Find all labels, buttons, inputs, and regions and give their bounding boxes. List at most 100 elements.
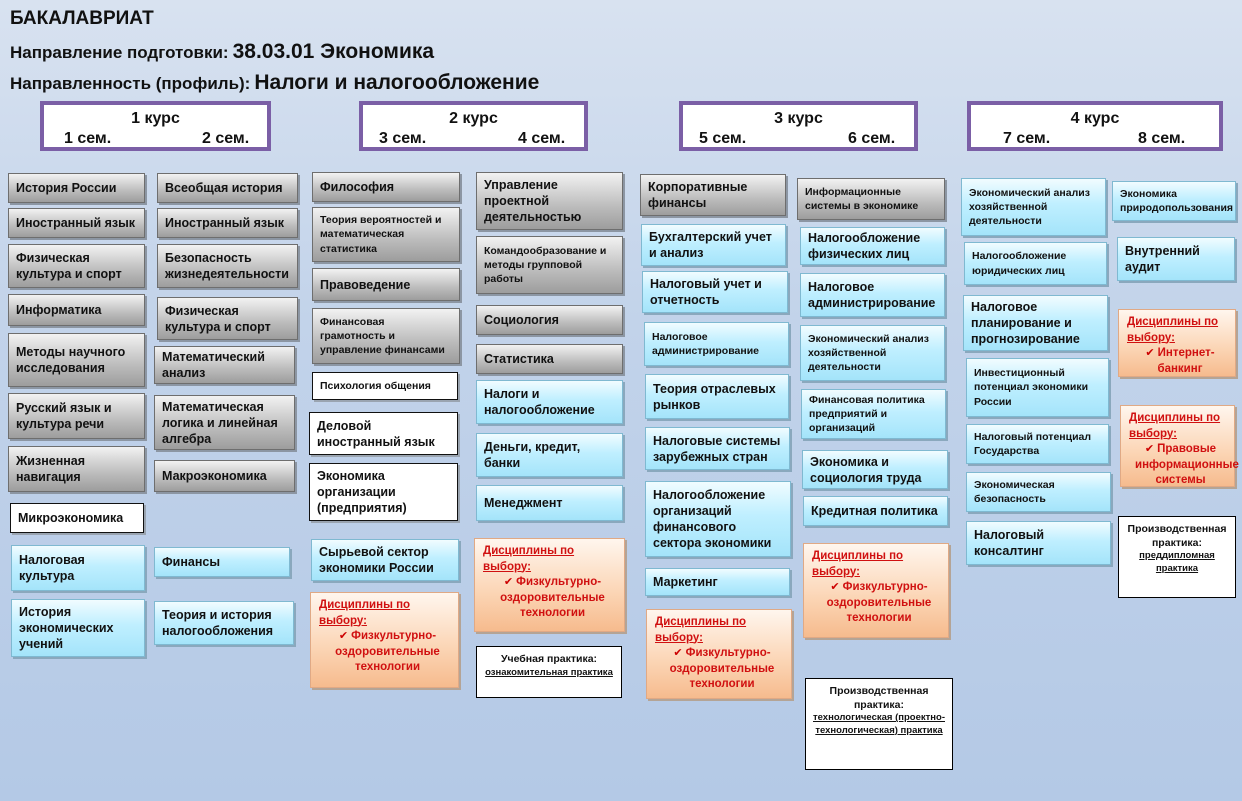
discipline-box: Информационные системы в экономике bbox=[797, 178, 945, 220]
course-title: 3 курс bbox=[774, 110, 823, 127]
elective-name: Физкультурно-оздоровительные технологии bbox=[335, 630, 440, 674]
elective-name: Физкультурно-оздоровительные технологии bbox=[500, 576, 605, 620]
elective-item: ✔Правовые информационные системы bbox=[1129, 442, 1239, 489]
discipline-box: Теория и история налогообложения bbox=[154, 601, 294, 645]
discipline-box: Информатика bbox=[8, 294, 145, 326]
elective-item: ✔Физкультурно-оздоровительные технологии bbox=[319, 629, 450, 676]
elective-title: Дисциплины по выбору: bbox=[319, 599, 411, 627]
discipline-box: Менеджмент bbox=[476, 485, 623, 521]
direction-label: Направление подготовки: bbox=[10, 43, 229, 62]
semester-label: 7 сем. bbox=[1003, 130, 1051, 147]
discipline-box: Иностранный язык bbox=[157, 208, 298, 238]
elective-block-sem3: Дисциплины по выбору: ✔Физкультурно-оздо… bbox=[310, 592, 459, 688]
elective-title: Дисциплины по выбору: bbox=[812, 550, 904, 578]
discipline-box: Налогообложение физических лиц bbox=[800, 227, 945, 265]
discipline-box: Налоговый консалтинг bbox=[966, 521, 1111, 565]
direction-line: Направление подготовки:38.03.01 Экономик… bbox=[10, 40, 434, 64]
practice-type: технологическая (проектно-технологическа… bbox=[813, 712, 945, 736]
discipline-box: Маркетинг bbox=[645, 568, 790, 596]
discipline-box: Микроэкономика bbox=[10, 503, 144, 533]
discipline-box: Налоговый учет и отчетность bbox=[642, 271, 788, 313]
discipline-box: Финансовая грамотность и управление фина… bbox=[312, 308, 460, 364]
discipline-box: Деньги, кредит, банки bbox=[476, 433, 623, 477]
practice-type: преддипломная практика bbox=[1139, 550, 1215, 574]
discipline-box: Теория вероятностей и математическая ста… bbox=[312, 207, 460, 262]
discipline-box: Налоги и налогообложение bbox=[476, 380, 623, 424]
discipline-box: Бухгалтерский учет и анализ bbox=[641, 224, 786, 266]
elective-item: ✔Физкультурно-оздоровительные технологии bbox=[655, 646, 783, 693]
direction-value: 38.03.01 Экономика bbox=[232, 40, 435, 63]
course-title: 2 курс bbox=[449, 110, 498, 127]
checkmark-icon: ✔ bbox=[1145, 347, 1155, 360]
course-4-header: 4 курс 7 сем. 8 сем. bbox=[967, 101, 1223, 151]
discipline-box: Правоведение bbox=[312, 268, 460, 301]
discipline-box: Методы научного исследования bbox=[8, 333, 145, 387]
checkmark-icon: ✔ bbox=[503, 576, 514, 589]
semester-label: 5 сем. bbox=[699, 130, 747, 147]
page-title: БАКАЛАВРИАТ bbox=[10, 8, 154, 29]
semester-label: 6 сем. bbox=[848, 130, 896, 147]
discipline-box: Экономический анализ хозяйственной деяте… bbox=[961, 178, 1106, 236]
elective-block-sem6: Дисциплины по выбору: ✔Физкультурно-оздо… bbox=[803, 543, 949, 638]
discipline-box: Финансовая политика предприятий и органи… bbox=[801, 389, 946, 439]
profile-line: Направленность (профиль):Налоги и налого… bbox=[10, 71, 539, 95]
practice-title: Производственная практика: bbox=[1127, 523, 1227, 549]
discipline-box: Психология общения bbox=[312, 372, 458, 400]
practice-title: Учебная практика: bbox=[500, 653, 598, 665]
discipline-box: Физическая культура и спорт bbox=[8, 244, 145, 288]
semester-label: 2 сем. bbox=[202, 130, 250, 147]
discipline-box: Физическая культура и спорт bbox=[157, 297, 298, 340]
checkmark-icon: ✔ bbox=[338, 630, 349, 643]
elective-title: Дисциплины по выбору: bbox=[655, 616, 747, 644]
elective-item: ✔Физкультурно-оздоровительные технологии bbox=[483, 575, 616, 622]
semester-label: 3 сем. bbox=[379, 130, 427, 147]
discipline-box: Налоговая культура bbox=[11, 545, 145, 591]
discipline-box: Социология bbox=[476, 305, 623, 335]
semester-label: 4 сем. bbox=[518, 130, 566, 147]
discipline-box: Налоговое планирование и прогнозирование bbox=[963, 295, 1108, 351]
discipline-box: Статистика bbox=[476, 344, 623, 374]
checkmark-icon: ✔ bbox=[830, 581, 840, 594]
discipline-box: Налогообложение юридических лиц bbox=[964, 242, 1107, 285]
discipline-box: Налоговое администрирование bbox=[800, 273, 945, 317]
discipline-box: Математическая логика и линейная алгебра bbox=[154, 395, 295, 450]
discipline-box: Инвестиционный потенциал экономики Росси… bbox=[966, 358, 1109, 417]
elective-title: Дисциплины по выбору: bbox=[483, 545, 575, 573]
discipline-box: Экономика и социология труда bbox=[802, 450, 948, 489]
discipline-box: Иностранный язык bbox=[8, 208, 145, 238]
semester-label: 8 сем. bbox=[1138, 130, 1186, 147]
elective-block-sem5: Дисциплины по выбору: ✔Физкультурно-оздо… bbox=[646, 609, 792, 699]
production-practice-technological-box: Производственная практика: технологическ… bbox=[805, 678, 953, 770]
discipline-box: Финансы bbox=[154, 547, 290, 577]
discipline-box: Сырьевой сектор экономики России bbox=[311, 539, 459, 581]
discipline-box: Безопасность жизнедеятельности bbox=[157, 244, 298, 288]
discipline-box: Кредитная политика bbox=[803, 496, 948, 526]
production-practice-predip-box: Производственная практика: преддипломная… bbox=[1118, 516, 1236, 598]
elective-block-sem8-b: Дисциплины по выбору: ✔Правовые информац… bbox=[1120, 405, 1239, 489]
discipline-box: Русский язык и культура речи bbox=[8, 393, 145, 439]
discipline-box: Математический анализ bbox=[154, 346, 295, 384]
discipline-box: Налогообложение организаций финансового … bbox=[645, 481, 791, 557]
course-title: 1 курс bbox=[131, 110, 180, 127]
discipline-box: Экономика природопользования bbox=[1112, 181, 1236, 221]
course-2-header: 2 курс 3 сем. 4 сем. bbox=[359, 101, 588, 151]
course-title: 4 курс bbox=[1070, 110, 1120, 127]
course-1-header: 1 курс 1 сем. 2 сем. bbox=[40, 101, 271, 151]
elective-block-sem4: Дисциплины по выбору: ✔Физкультурно-оздо… bbox=[474, 538, 625, 632]
elective-title: Дисциплины по выбору: bbox=[1129, 412, 1221, 440]
discipline-box: Налоговое администрирование bbox=[644, 322, 789, 366]
discipline-box: Внутренний аудит bbox=[1117, 237, 1235, 281]
discipline-box: Всеобщая история bbox=[157, 173, 298, 203]
elective-title: Дисциплины по выбору: bbox=[1127, 316, 1219, 344]
discipline-box: Деловой иностранный язык bbox=[309, 412, 458, 455]
elective-name: Правовые информационные системы bbox=[1135, 443, 1239, 487]
discipline-box: Жизненная навигация bbox=[8, 446, 145, 492]
discipline-box: Макроэкономика bbox=[154, 460, 295, 492]
discipline-box: История России bbox=[8, 173, 145, 203]
elective-item: ✔Физкультурно-оздоровительные технологии bbox=[812, 580, 940, 627]
discipline-box: Налоговый потенциал Государства bbox=[966, 424, 1109, 464]
discipline-box: Экономика организации (предприятия) bbox=[309, 463, 458, 521]
discipline-box: Налоговые системы зарубежных стран bbox=[645, 427, 790, 470]
elective-name: Физкультурно-оздоровительные технологии bbox=[826, 581, 932, 625]
checkmark-icon: ✔ bbox=[673, 647, 683, 660]
